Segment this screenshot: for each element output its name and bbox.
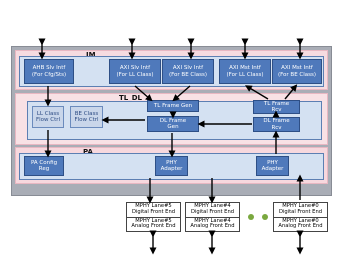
- tl-frame-receiver: TL Frame Rcv: [253, 100, 300, 114]
- mphy-lane-5: MPHY Lane#5 Digital Front End MPHY Lane#…: [126, 202, 181, 232]
- phy-adapter-tx: PHY Adapter: [155, 156, 188, 176]
- dl-frame-generator: DL Frame Gen: [147, 116, 199, 132]
- pa-config-register: PA Config Reg: [24, 156, 64, 176]
- axi-slave-ll-interface: AXI Slv Intf (For LL Class): [109, 59, 161, 84]
- phy-adapter-rx: PHY Adapter: [256, 156, 289, 176]
- be-class-flow-control: BE Class Flow Ctrl: [70, 106, 103, 128]
- mphy-lane-0: MPHY Lane#0 Digital Front End MPHY Lane#…: [273, 202, 328, 232]
- dl-frame-receiver: DL Frame Rcv: [253, 117, 300, 132]
- mphy-lane-5-analog: MPHY Lane#5 Analog Front End: [127, 216, 180, 232]
- im-layer-label: IM: [86, 51, 96, 59]
- tl-frame-generator: TL Frame Gen: [147, 100, 199, 112]
- mphy-lane-0-digital: MPHY Lane#0 Digital Front End: [278, 203, 323, 215]
- axi-master-ll-interface: AXI Mst Intf (For LL Class): [219, 59, 271, 84]
- axi-slave-be-interface: AXI Slv Intf (For BE Class): [162, 59, 214, 84]
- tl-dl-layer-label: TL_DL: [119, 94, 143, 102]
- ahb-slave-interface: AHB Slv Intf (For Cfg/Sts): [24, 59, 74, 84]
- ellipsis-dot-2: [262, 214, 268, 220]
- mphy-lane-4-analog: MPHY Lane#4 Analog Front End: [186, 216, 239, 232]
- mphy-lane-4-digital: MPHY Lane#4 Digital Front End: [190, 203, 235, 215]
- mphy-lane-4: MPHY Lane#4 Digital Front End MPHY Lane#…: [185, 202, 240, 232]
- mphy-lane-0-analog: MPHY Lane#0 Analog Front End: [274, 216, 327, 232]
- axi-master-be-interface: AXI Mst Intf (For BE Class): [272, 59, 322, 84]
- pa-layer-label: PA: [83, 148, 93, 156]
- ellipsis-dot-1: [248, 214, 254, 220]
- ll-class-flow-control: LL Class Flow Ctrl: [32, 106, 64, 128]
- mphy-lane-5-digital: MPHY Lane#5 Digital Front End: [131, 203, 176, 215]
